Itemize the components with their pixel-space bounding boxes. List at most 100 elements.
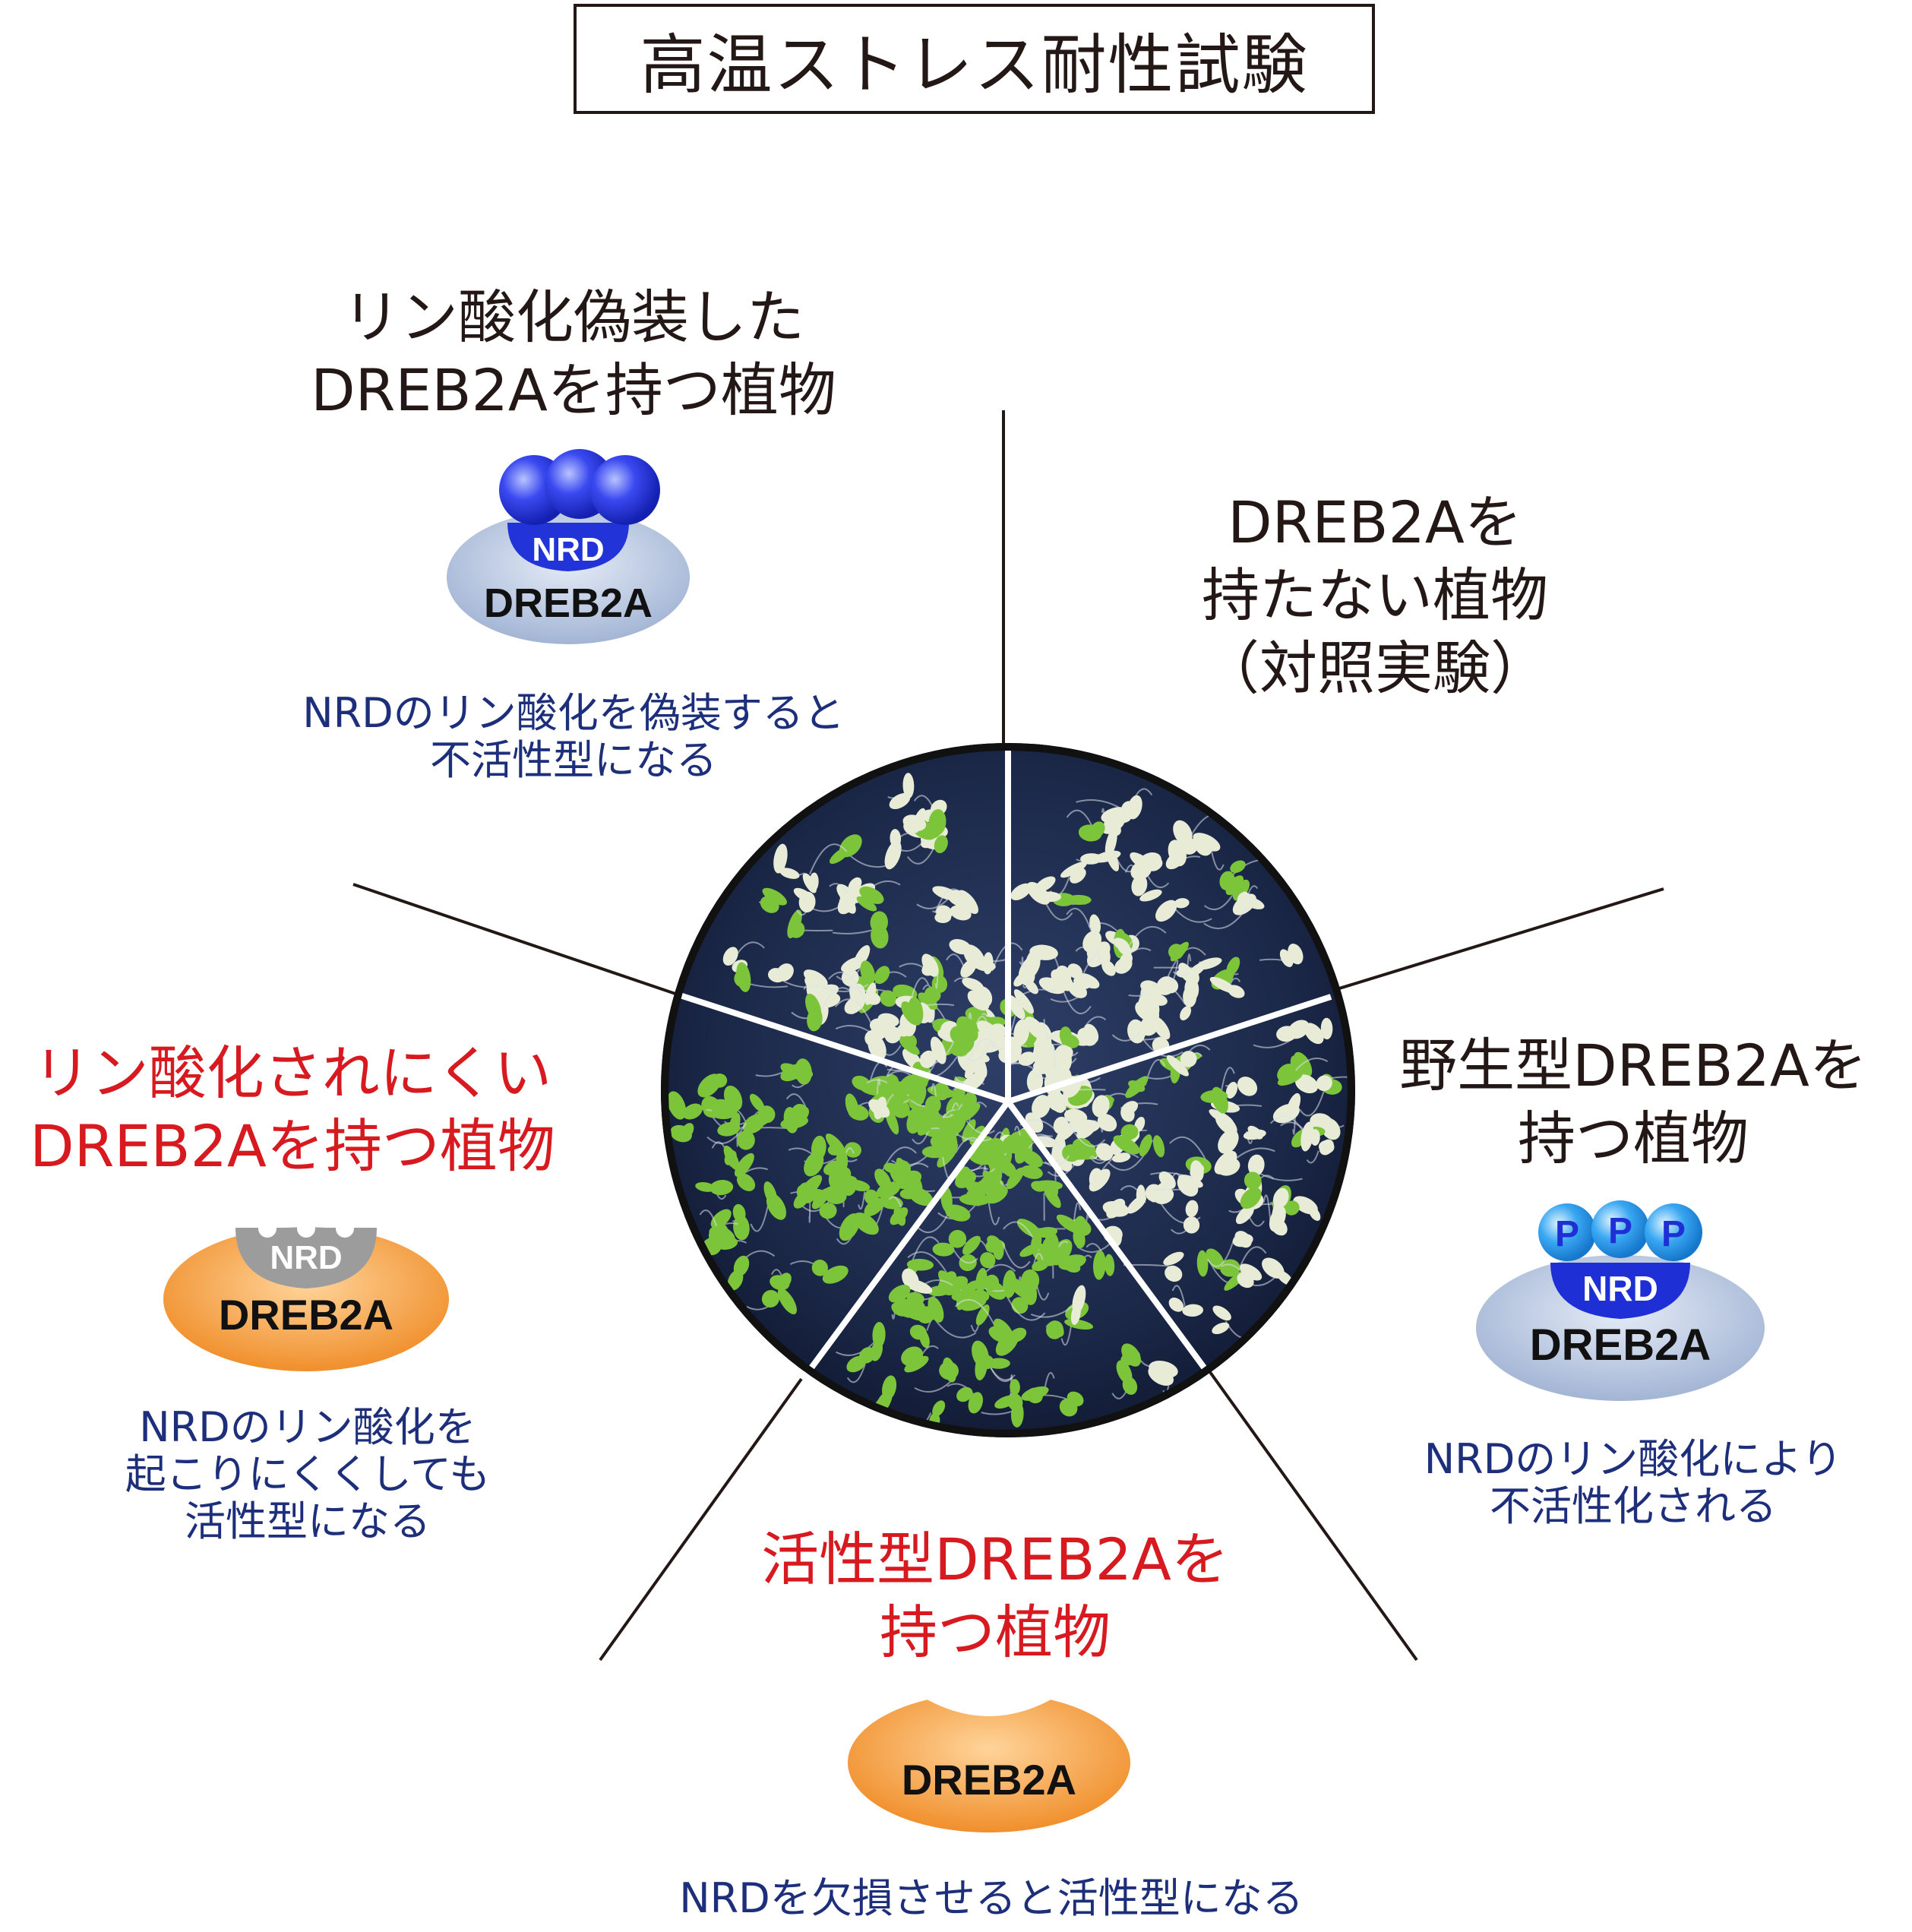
seedling-leaf [1092,1095,1110,1118]
note-line: NRDのリン酸化を [139,1403,476,1451]
seedling-root [1259,1172,1303,1181]
seedling-leaf [1139,889,1162,902]
seedling-leaf [1170,941,1189,962]
seedling-leaf [906,1108,924,1134]
seedling-leaf [946,1133,958,1157]
seedlings [668,773,1348,1430]
seedling-leaf [945,1204,971,1222]
seedling-leaf [733,1215,750,1241]
seedling-leaf [1166,1055,1189,1077]
seedling-leaf [959,1103,981,1123]
seedling-leaf [1032,1095,1051,1118]
seedling-leaf [761,1289,780,1307]
seedling-leaf [909,1324,927,1340]
seedling-leaf [930,1036,947,1064]
seedling-leaf [888,1285,911,1303]
seedling-root [834,998,875,1030]
phospho-label: P [1661,1214,1686,1254]
seedling-root [954,1298,997,1328]
seedling-leaf [1185,1200,1199,1218]
seedling-leaf [1043,1185,1061,1208]
seedling-leaf [1194,836,1212,856]
seedling-leaf [1063,1108,1088,1124]
seedling-leaf [853,1212,879,1235]
seedling-root [969,1167,989,1173]
seedling-root [1299,1090,1325,1117]
seedling-leaf [1188,963,1206,977]
seedling-root [1124,925,1167,953]
protein-active-icon: DREB2A [848,1693,1130,1832]
seedling-leaf [890,1207,909,1225]
seedling-leaf [1180,1006,1192,1021]
seedling-leaf [1031,1233,1042,1251]
seedling-leaf [1173,820,1193,846]
seedling-leaf [1070,1303,1081,1325]
seedling-leaf [1174,898,1190,909]
seedling-leaf [789,921,805,938]
seedling-leaf [1068,982,1088,998]
seedling-root [984,1288,1005,1292]
nrd-label: NRD [270,1239,342,1276]
seedling-leaf [959,1193,990,1206]
seedling-root [1234,1147,1275,1161]
seedling-leaf [1089,1168,1111,1192]
seedling-leaf [1116,1360,1133,1384]
note-line: 不活性化される [1490,1482,1777,1530]
seedling-leaf [889,792,911,810]
seedling-leaf [1111,1153,1131,1163]
seedling-leaf [1304,1023,1324,1045]
seedling-leaf [1230,860,1246,874]
seedling-leaf [1036,891,1062,903]
seedling-leaf [1294,1074,1319,1094]
seedling-leaf [848,1105,869,1121]
seedling-leaf [1063,1260,1081,1273]
seedling-leaf [1127,795,1142,820]
seedling-leaf [1168,1297,1184,1312]
seedling-leaf [962,1235,981,1255]
seedling-leaf [1247,1125,1263,1140]
seedling-root [1076,799,1122,810]
seedling-leaf [860,960,876,985]
seedling-leaf [777,1288,797,1315]
seedling-leaf [1227,985,1245,998]
seedling-root [750,1202,770,1232]
seedling-leaf [793,887,814,903]
seedling-leaf [1013,989,1034,1014]
condition-left: リン酸化されにくい DREB2Aを持つ植物 [0,1037,585,1183]
seedling-leaf [987,1358,1010,1369]
condition-bottom: 活性型DREB2Aを 持つ植物 [706,1523,1284,1669]
seedling-root [883,1045,902,1056]
condition-line: 活性型DREB2Aを [761,1526,1229,1593]
seedling-leaf [1026,1387,1043,1404]
dreb2a-label: DREB2A [484,580,653,626]
seedling-leaf [934,1082,950,1101]
seedling-leaf [1073,1092,1089,1105]
seedling-leaf [695,1181,716,1192]
seedling-leaf [1237,892,1251,908]
note-line: 不活性型になる [430,736,717,784]
seedling-leaf [988,1137,1005,1156]
note-line: NRDを欠損させると活性型になる [679,1874,1304,1922]
seedling-leaf [982,1171,1000,1186]
seedling-leaf [1234,1231,1252,1248]
seedling-leaf [932,1242,955,1257]
seedling-leaf [1293,1051,1313,1078]
seedling-root [912,1236,940,1260]
seedling-leaf [1056,1214,1082,1234]
seedling-leaf [1111,814,1131,824]
seedling-leaf [984,1150,1007,1169]
seedling-leaf [988,1023,1007,1041]
condition-line: 持つ植物 [1518,1105,1749,1172]
seedling-leaf [1105,827,1117,858]
seedling-leaf [1131,874,1148,896]
seedling-leaf [1165,1265,1183,1282]
seedling-leaf [823,1185,847,1204]
seedling-leaf [1200,1089,1228,1103]
seedling-leaf [1053,1116,1069,1134]
seedling-root [1221,1263,1243,1273]
seedling-leaf [1024,1017,1047,1040]
seedling-root [706,1117,751,1144]
seedling-root [953,1131,991,1142]
seedling-leaf [1177,1175,1199,1197]
seedling-leaf [1105,819,1121,836]
